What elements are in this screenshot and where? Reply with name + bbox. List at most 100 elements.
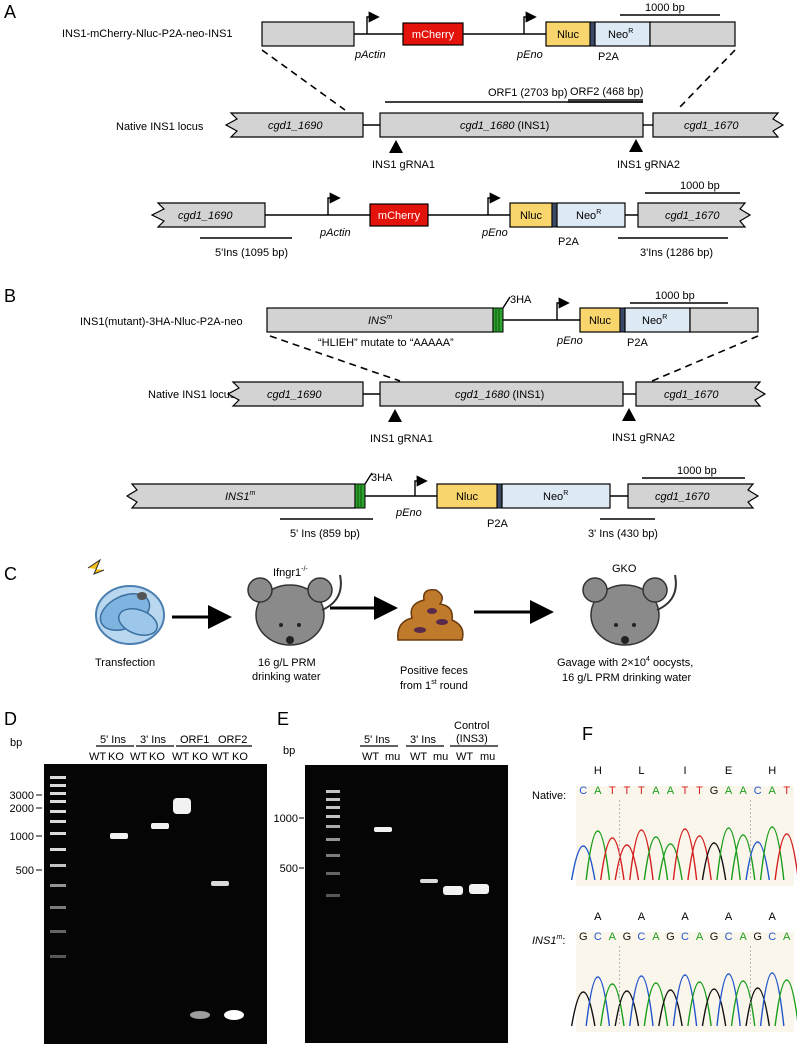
trace-peak	[658, 989, 683, 1027]
transfection-label: Transfection	[95, 657, 155, 669]
gene-cgd1-1670-b	[635, 381, 767, 407]
base-call-label: A	[739, 931, 747, 943]
gel-lane-label: KO	[149, 751, 165, 763]
base-call-label: G	[623, 931, 632, 943]
gel-group-label: 5' Ins	[364, 734, 390, 746]
trace-peak	[774, 979, 797, 1027]
gel-group-label: ORF2	[218, 734, 247, 746]
mouse-icon	[582, 574, 677, 646]
construct-label-b: INS1(mutant)-3HA-Nluc-P2A-neo	[80, 316, 243, 328]
nluc-box	[436, 483, 498, 509]
trace-peak	[643, 836, 669, 881]
gene-cgd1-1670-edited-b	[627, 483, 760, 509]
trace-peak	[716, 827, 741, 881]
gel-d-bands	[50, 776, 244, 1020]
nluc-label: Nluc	[557, 29, 580, 41]
trace-peak	[745, 841, 770, 881]
trace-peak	[672, 974, 698, 1027]
neo-label: NeoR	[642, 314, 667, 327]
gel-group-label: 3' Ins	[140, 734, 166, 746]
gene-label: cgd1_1690	[267, 389, 322, 401]
native-locus-label-a: Native INS1 locus	[116, 121, 204, 133]
amino-acid-label: L	[638, 765, 644, 777]
gel-lane-label: KO	[232, 751, 248, 763]
bp-label-d: bp	[10, 737, 22, 749]
gel-group-label: ORF1	[180, 734, 209, 746]
trace-peak	[658, 843, 683, 881]
promoter-arrow-icon	[556, 297, 570, 320]
gene-label: cgd1_1680 (INS1)	[455, 389, 544, 401]
trace-peak	[716, 973, 741, 1027]
feces-line2: from 1st round	[400, 679, 468, 692]
gene-cgd1-1680-b	[379, 381, 624, 407]
mcherry-label: mCherry	[378, 210, 421, 222]
scale-bar-label: 1000 bp	[655, 290, 695, 302]
gel-tick-label: 2000	[10, 803, 34, 815]
trace-peak	[570, 845, 596, 881]
orf1-label: ORF1 (2703 bp)	[488, 87, 567, 99]
bp-label-e: bp	[283, 745, 295, 757]
mutant-seq-label: INS1m:	[532, 934, 565, 947]
gel-group-label: 3' Ins	[410, 734, 436, 746]
mouse-icon	[247, 574, 342, 646]
gene-label: cgd1_1690	[178, 210, 233, 222]
ins3-label-b: 3' Ins (430 bp)	[588, 528, 658, 540]
gel-lane-label: WT	[410, 751, 427, 763]
grna2-label: INS1 gRNA2	[617, 159, 680, 171]
trace-peak	[730, 980, 756, 1027]
base-call-label: A	[783, 931, 791, 943]
mouse1-title: Ifngr1-/-	[273, 566, 308, 579]
trace-peak	[687, 981, 712, 1027]
gel-tick-label: 500	[16, 865, 34, 877]
p2a-label: P2A	[598, 51, 619, 63]
amino-acid-label: A	[681, 911, 689, 923]
ins1m-label: INS1m	[225, 490, 255, 503]
base-call-label: A	[667, 785, 675, 797]
base-call-label: T	[682, 785, 689, 797]
base-call-label: C	[637, 931, 645, 943]
trace-peak	[643, 982, 669, 1027]
gel-lane-label: WT	[456, 751, 473, 763]
promoter-arrow-icon	[414, 475, 428, 496]
trace-peak	[701, 988, 727, 1027]
gel-lane-label: KO	[192, 751, 208, 763]
amino-acid-label: A	[594, 911, 602, 923]
trace-peak	[745, 987, 770, 1027]
gel-e-bands	[326, 790, 489, 897]
base-call-label: C	[754, 785, 762, 797]
base-call-label: C	[768, 931, 776, 943]
neo-label: NeoR	[543, 490, 568, 503]
base-call-label: T	[623, 785, 630, 797]
feces-line1: Positive feces	[400, 665, 468, 677]
base-call-label: T	[783, 785, 790, 797]
gel-tick-label: 1000	[10, 831, 34, 843]
gel-d	[44, 764, 267, 1044]
trace-peak	[600, 837, 625, 881]
trace-peak	[585, 830, 611, 881]
base-call-label: T	[638, 785, 645, 797]
gene-cgd1-1690	[224, 112, 364, 138]
trace-peak	[687, 835, 712, 881]
base-call-label: C	[725, 931, 733, 943]
homology-arm-right	[649, 21, 736, 47]
amino-acid-label: A	[725, 911, 733, 923]
base-call-label: G	[753, 931, 762, 943]
homology-arm-left	[261, 21, 355, 47]
nluc-box	[579, 307, 621, 333]
nluc-box	[509, 202, 553, 228]
gel-group-label: 5' Ins	[100, 734, 126, 746]
trace-peak	[614, 844, 640, 881]
native-locus-label-b: Native INS1 locus	[148, 389, 236, 401]
p2a-label: P2A	[558, 236, 579, 248]
mouse1-line2: drinking water	[252, 671, 321, 683]
grna1-arrow-icon	[388, 409, 402, 422]
mutation-note: “HLIEH” mutate to “AAAAA”	[318, 337, 454, 349]
base-call-label: C	[681, 931, 689, 943]
base-call-label: A	[594, 785, 602, 797]
base-call-label: A	[652, 931, 660, 943]
parasite-transfection-icon	[87, 558, 165, 645]
